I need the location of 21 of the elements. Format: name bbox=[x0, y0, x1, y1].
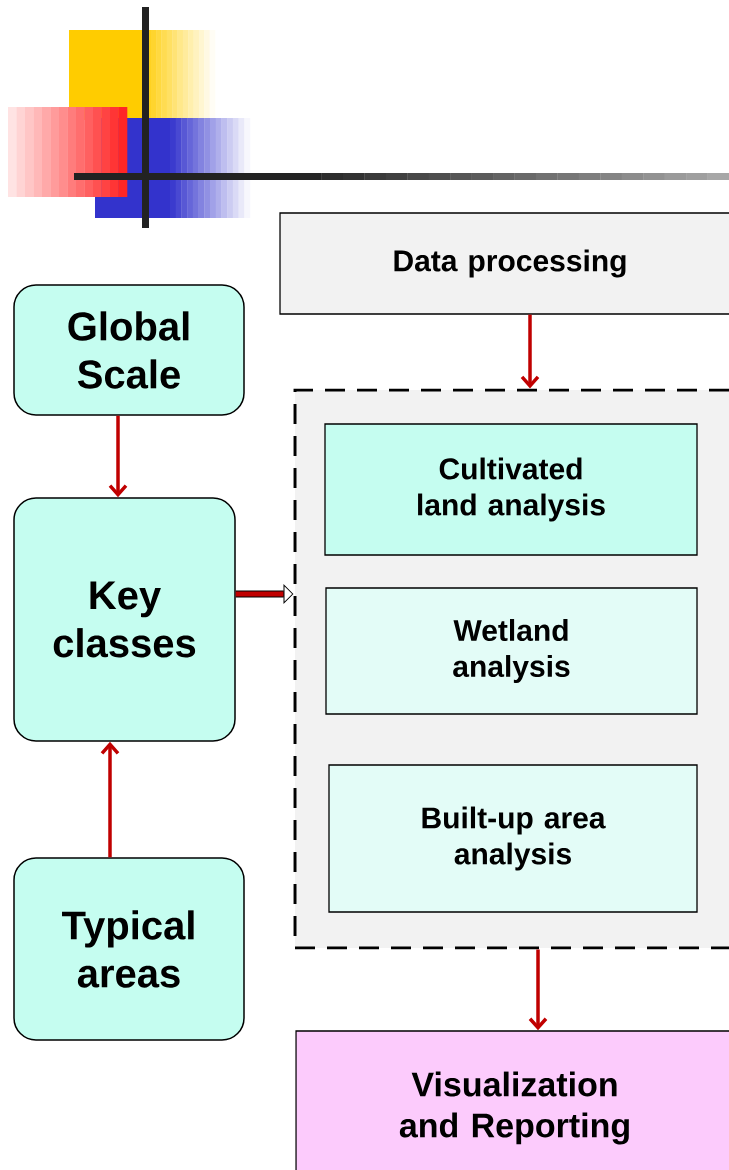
process-box bbox=[295, 1030, 729, 1170]
rounded-box bbox=[13, 497, 236, 742]
box-label: Built-up area analysis bbox=[422, 806, 606, 871]
process-box bbox=[279, 212, 729, 315]
box-label: Data processing bbox=[394, 249, 626, 278]
arrow bbox=[100, 741, 120, 858]
arrow bbox=[235, 584, 294, 604]
box-label: Wetland analysis bbox=[453, 619, 570, 683]
process-box bbox=[324, 423, 698, 556]
rounded-box bbox=[13, 284, 245, 416]
arrow bbox=[528, 949, 548, 1031]
box-label: Visualization and Reporting bbox=[399, 1071, 629, 1145]
process-box bbox=[328, 764, 698, 913]
arrow bbox=[520, 314, 540, 389]
box-label: Typical areas bbox=[62, 910, 194, 988]
process-box bbox=[325, 587, 698, 715]
arrow bbox=[108, 415, 128, 498]
box-label: Global Scale bbox=[68, 311, 189, 389]
box-label: Key classes bbox=[53, 581, 196, 658]
box-label: Cultivated land analysis bbox=[418, 457, 605, 522]
rounded-box bbox=[13, 857, 245, 1041]
